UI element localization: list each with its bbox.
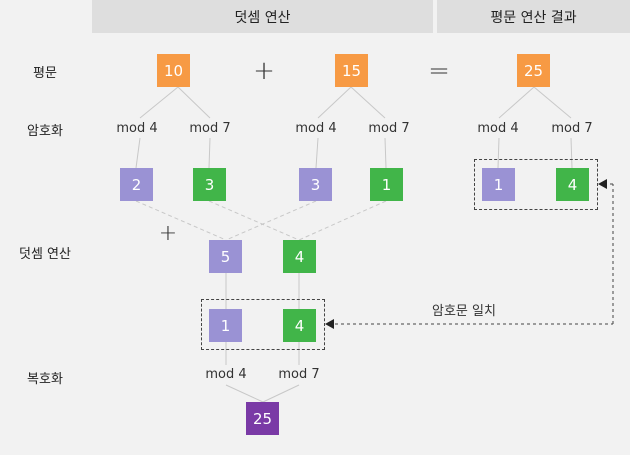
mod7-label-b: mod 7 — [368, 121, 410, 136]
equals-operator: = — [428, 56, 450, 86]
residue-b-mod7: 1 — [370, 168, 403, 201]
sum-mod7: 4 — [283, 240, 316, 273]
plus-operator: + — [253, 56, 275, 86]
plaintext-b: 15 — [335, 54, 368, 87]
residue-result-mod7: 4 — [556, 168, 589, 201]
mod4-label-result: mod 4 — [477, 121, 519, 136]
residue-a-mod4: 2 — [120, 168, 153, 201]
reduced-mod4: 1 — [209, 309, 242, 342]
row-label-decrypt: 복호화 — [27, 372, 63, 387]
add-plus-operator: + — [158, 221, 178, 246]
residue-b-mod4: 3 — [299, 168, 332, 201]
mod7-label-result: mod 7 — [551, 121, 593, 136]
result-cipher-box — [474, 159, 598, 210]
header-plain-result-label: 평문 연산 결과 — [490, 9, 577, 26]
plaintext-a: 10 — [157, 54, 190, 87]
decrypt-mod7-label: mod 7 — [278, 367, 320, 382]
row-label-plaintext: 평문 — [33, 66, 57, 81]
reduced-mod7: 4 — [283, 309, 316, 342]
row-label-encrypt: 암호화 — [27, 124, 63, 139]
mod7-label-a: mod 7 — [189, 121, 231, 136]
plaintext-result: 25 — [517, 54, 550, 87]
reduced-cipher-box — [201, 299, 325, 350]
header-add-op-label: 덧셈 연산 — [234, 9, 291, 26]
header-add-op: 덧셈 연산 — [92, 0, 433, 33]
header-plain-result: 평문 연산 결과 — [437, 0, 630, 33]
decrypt-mod4-label: mod 4 — [205, 367, 247, 382]
row-label-add-op: 덧셈 연산 — [19, 247, 71, 262]
cipher-match-label: 암호문 일치 — [432, 304, 496, 319]
mod4-label-a: mod 4 — [116, 121, 158, 136]
residue-result-mod4: 1 — [482, 168, 515, 201]
sum-mod4: 5 — [209, 240, 242, 273]
residue-a-mod7: 3 — [193, 168, 226, 201]
decrypted-value: 25 — [246, 402, 279, 435]
mod4-label-b: mod 4 — [295, 121, 337, 136]
